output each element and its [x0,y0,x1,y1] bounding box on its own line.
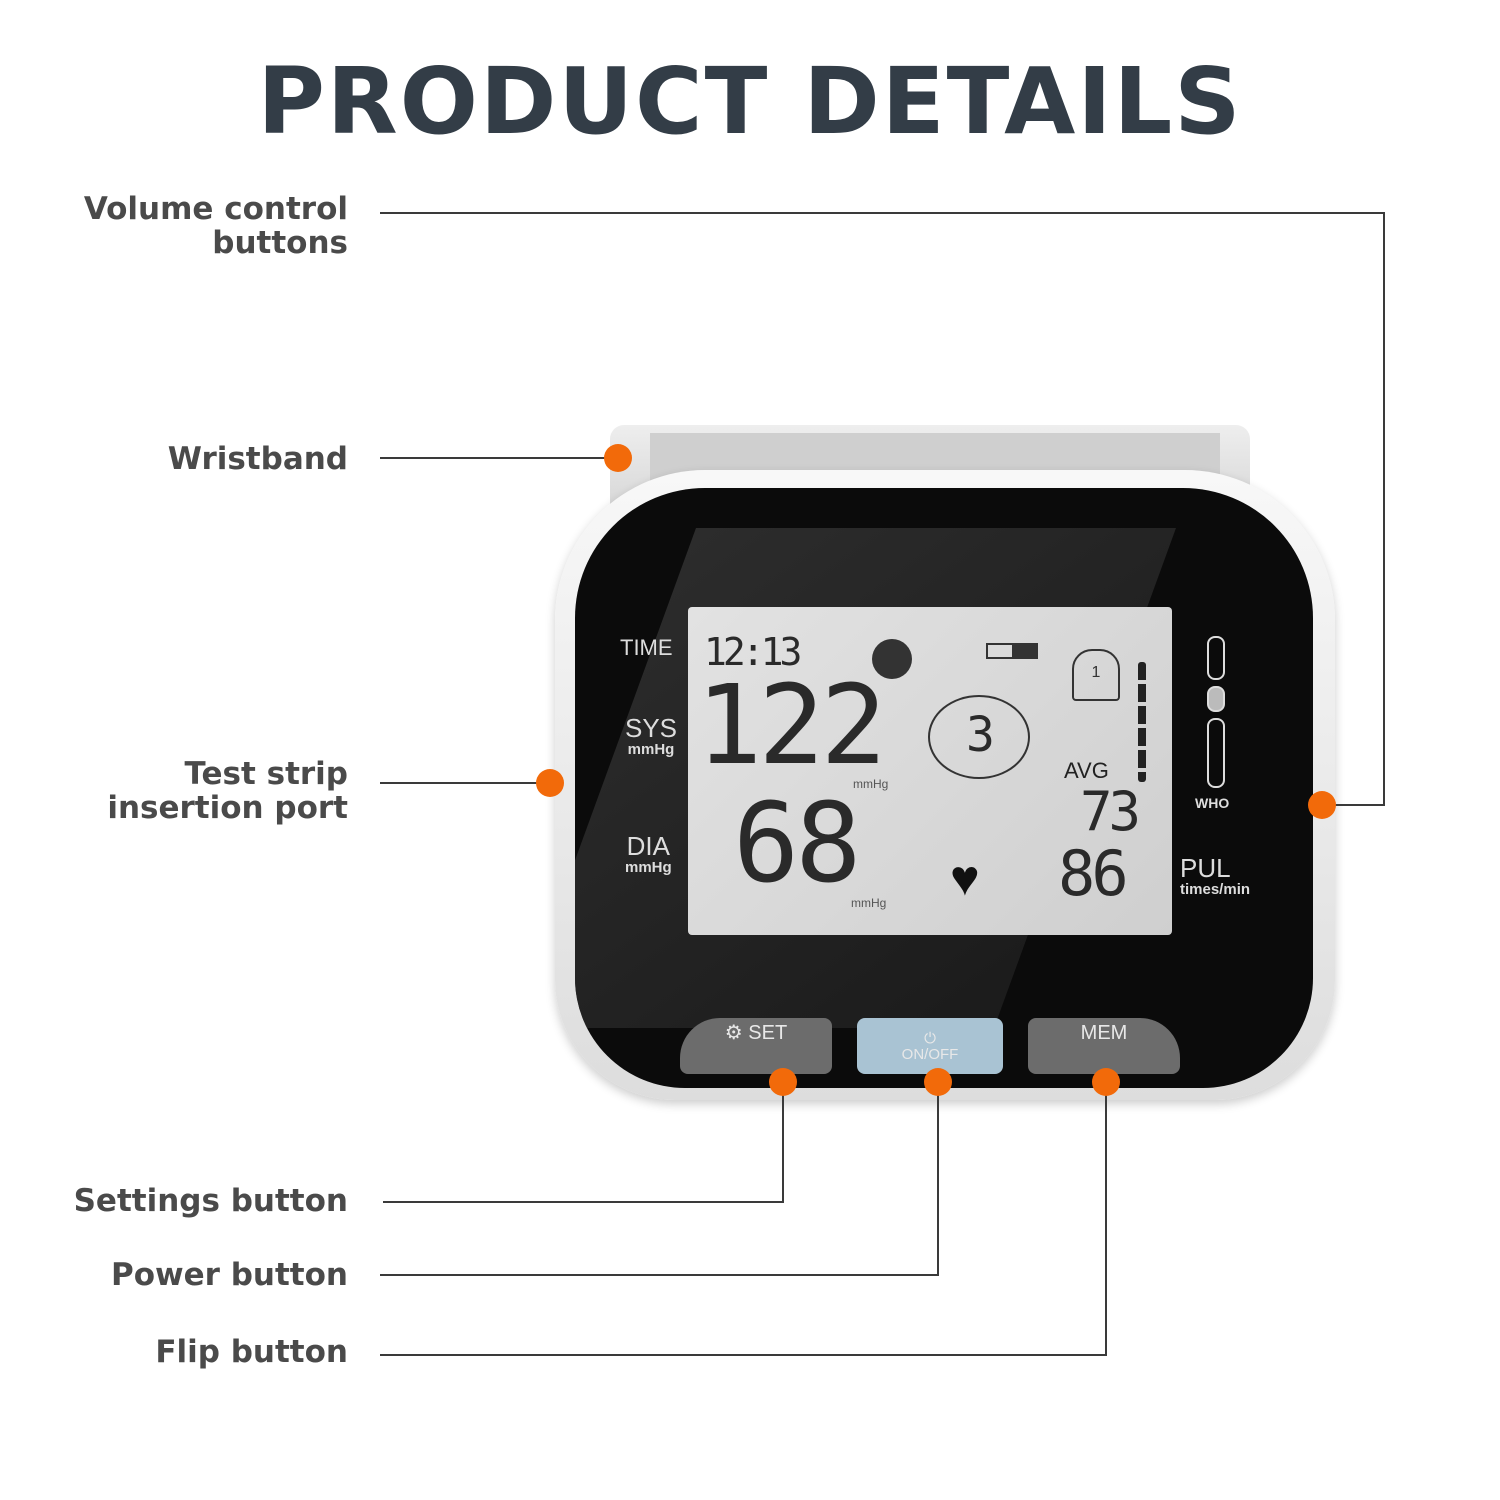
battery-icon [986,643,1038,659]
settings-button-label: SET [748,1022,788,1044]
clock-icon [872,639,912,679]
callout-text: insertion port [107,790,348,826]
gear-icon: ⚙ [724,1022,743,1044]
marker-volume [1308,791,1336,819]
volume-ring-icon [928,695,1030,779]
label-time: TIME [620,635,673,660]
lcd-time: 12:13 [704,630,802,674]
leader-line [782,1082,784,1203]
settings-button[interactable]: ⚙ SET [680,1018,832,1074]
dia-unit: mmHg [625,859,672,876]
power-icon: ⏻ [924,1030,936,1047]
sys-unit: mmHg [627,741,675,758]
callout-text: buttons [212,225,348,261]
user-number: 1 [1091,664,1101,681]
dia-text: DIA [626,831,670,861]
leader-line [383,1201,784,1203]
leader-line [380,212,1385,214]
marker-flip [1092,1068,1120,1096]
lcd-dia-unit: mmHg [851,896,887,910]
marker-power [924,1068,952,1096]
sys-text: SYS [625,713,678,743]
lcd-avg-value: 73 [1080,780,1141,843]
heart-icon: ♥ [950,850,980,906]
pul-text: PUL [1180,853,1231,883]
leader-line [937,1082,939,1276]
lcd-screen: 12:13 122 mmHg 68 mmHg 3 1 AVG 73 86 ♥ [688,607,1172,935]
leader-line [1322,804,1385,806]
lcd-systolic: 122 [696,661,887,789]
marker-settings [769,1068,797,1096]
memory-flip-button[interactable]: MEM [1028,1018,1180,1074]
lcd-avg-label: AVG [1064,758,1109,783]
marker-wristband [604,444,632,472]
leader-line [380,782,550,784]
callout-power: Power button [110,1257,348,1293]
who-bar-segment [1207,686,1225,712]
who-bar-segment [1207,636,1225,680]
lcd-sys-unit: mmHg [853,777,889,791]
memory-button-label: MEM [1080,1022,1128,1044]
leader-line [1105,1082,1107,1356]
lcd-memory-number: 3 [966,707,995,763]
page-title: PRODUCT DETAILS [257,48,1243,155]
lcd-diastolic: 68 [733,779,861,907]
power-button-label: ON/OFF [901,1046,959,1063]
power-button[interactable]: ⏻ON/OFF [857,1018,1003,1074]
leader-line [380,1354,1107,1356]
user-icon: 1 [1072,649,1120,701]
callout-text: Volume control [83,191,348,227]
callout-settings: Settings button [73,1183,348,1219]
who-bar-segment [1207,718,1225,788]
label-who: WHO [1195,795,1230,811]
lcd-pulse: 86 [1058,837,1129,910]
memory-bar-icon [1138,662,1146,782]
callout-flip: Flip button [155,1334,348,1370]
pul-unit: times/min [1180,881,1251,898]
marker-test-strip [536,769,564,797]
leader-line [1383,212,1385,806]
callout-wristband: Wristband [167,441,348,477]
leader-line [380,457,618,459]
leader-line [380,1274,939,1276]
callout-text: Test strip [184,756,349,792]
